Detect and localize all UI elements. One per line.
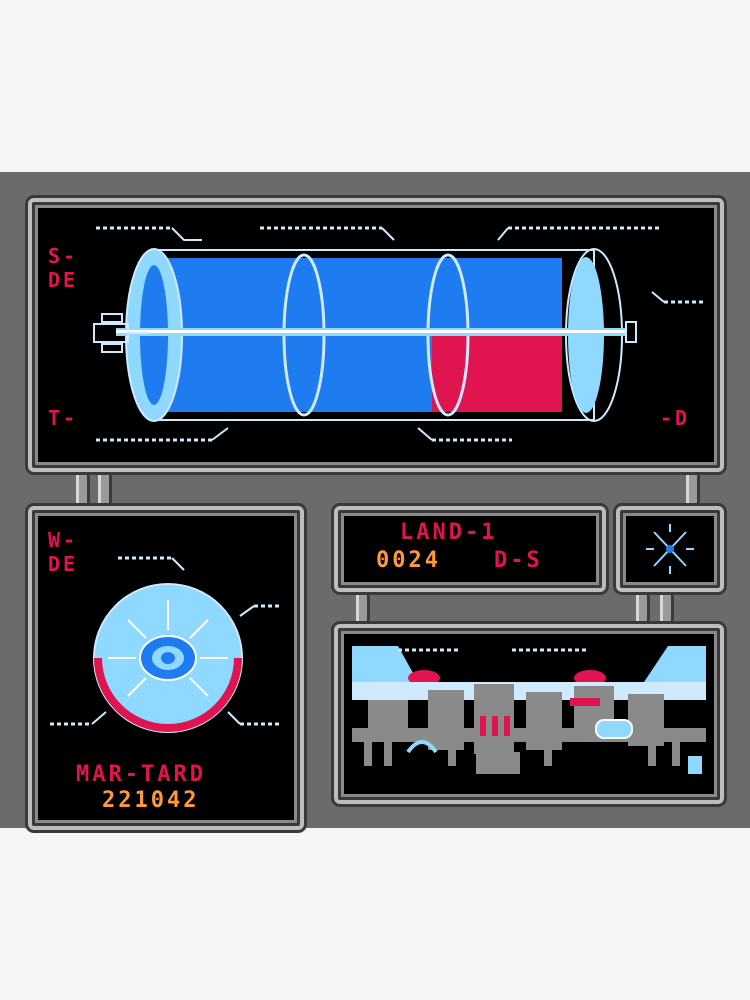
land-panel: LAND-1 0024 D-S <box>334 506 606 592</box>
planet-name: MAR-TARD <box>76 762 206 787</box>
tank-panel: S- DE T- -D <box>28 198 724 472</box>
land-line1: LAND-1 <box>400 520 498 545</box>
radar-label-w: W- <box>48 528 79 552</box>
city-panel <box>334 624 724 804</box>
radar-label-de: DE <box>48 552 79 576</box>
spaceship-icon <box>93 313 150 353</box>
land-suffix: D-S <box>494 548 543 573</box>
land-value: 0024 <box>376 548 441 573</box>
cockpit-screen: S- DE T- -D <box>0 172 750 830</box>
fuel-tank-diagram <box>96 226 704 442</box>
crosshair-icon <box>646 524 694 574</box>
support-post <box>660 590 674 626</box>
support-post <box>76 472 90 508</box>
tank-label-s: S- <box>48 244 79 268</box>
planet-radar <box>50 556 282 733</box>
tank-label-t: T- <box>48 406 79 430</box>
tank-liquid-red <box>432 332 562 412</box>
support-post <box>686 472 700 508</box>
target-panel <box>616 506 724 592</box>
support-post <box>636 590 650 626</box>
tank-label-d: -D <box>660 406 691 430</box>
planet-value: 221042 <box>102 788 200 813</box>
support-post <box>356 590 370 626</box>
tank-label-de: DE <box>48 268 79 292</box>
support-post <box>98 472 112 508</box>
city-skyline-view <box>352 642 706 786</box>
radar-panel: W- DE <box>28 506 304 830</box>
